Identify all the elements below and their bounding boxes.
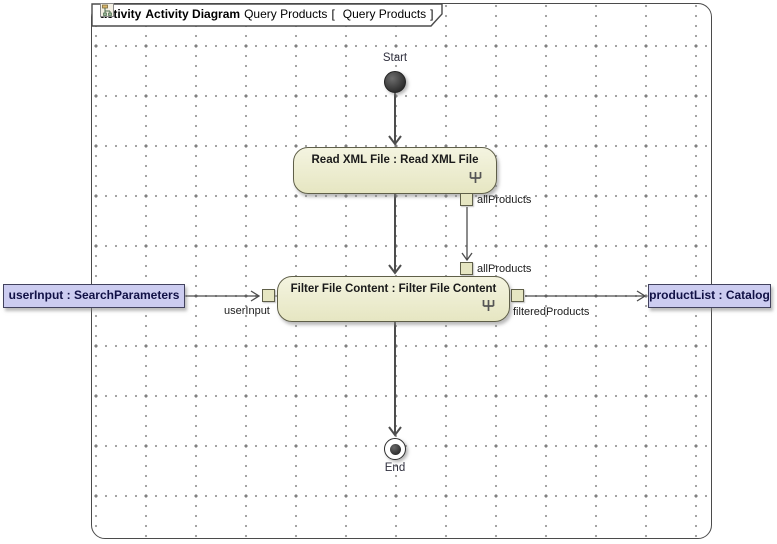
pin-label-userinput: userInput xyxy=(224,305,270,317)
input-pin-allproducts[interactable] xyxy=(460,262,473,275)
activity-final-node[interactable] xyxy=(384,438,406,460)
input-pin-userinput[interactable] xyxy=(262,289,275,302)
pin-label-filteredproducts: filteredProducts xyxy=(513,306,590,318)
start-node-label: Start xyxy=(382,52,408,64)
action-filter-file-content[interactable]: Filter File Content : Filter File Conten… xyxy=(277,276,510,322)
pin-label-allproducts-in: allProducts xyxy=(477,263,532,275)
rake-icon xyxy=(468,170,483,187)
frame-title-pentagon xyxy=(91,3,443,27)
pin-label-allproducts-out: allProducts xyxy=(477,194,532,206)
frame-ref-name: Query Products xyxy=(342,7,427,21)
output-pin-allproducts[interactable] xyxy=(460,193,473,206)
action-filter-file-content-label: Filter File Content : Filter File Conten… xyxy=(290,283,497,295)
end-node-label: End xyxy=(384,462,406,474)
param-node-userinput[interactable]: userInput : SearchParameters xyxy=(3,284,185,308)
action-read-xml-file[interactable]: Read XML File : Read XML File xyxy=(293,147,497,194)
rake-icon xyxy=(481,298,496,315)
output-pin-filteredproducts[interactable] xyxy=(511,289,524,302)
activity-final-dot xyxy=(389,443,401,455)
frame-type: Activity Diagram xyxy=(145,7,241,21)
initial-node[interactable] xyxy=(384,71,406,93)
action-read-xml-file-label: Read XML File : Read XML File xyxy=(311,154,479,166)
frame-title[interactable]: activity Activity Diagram Query Products… xyxy=(91,3,443,27)
frame-open-bracket: [ xyxy=(331,7,335,21)
frame-name: Query Products xyxy=(244,7,328,21)
param-node-productlist[interactable]: productList : Catalog xyxy=(648,284,771,308)
frame-close-bracket: ] xyxy=(430,7,434,21)
